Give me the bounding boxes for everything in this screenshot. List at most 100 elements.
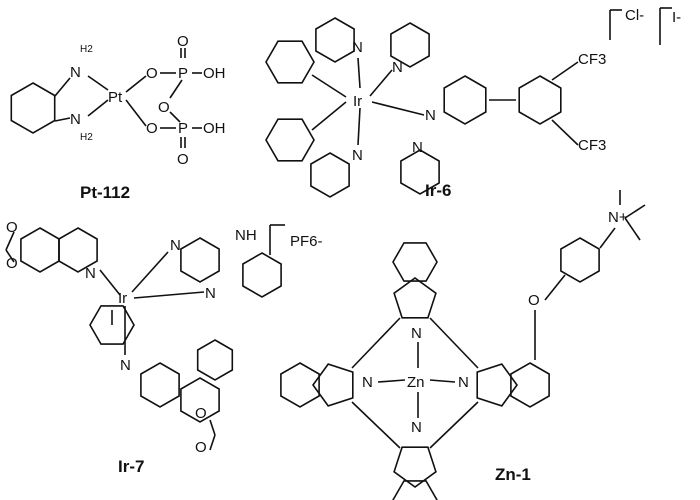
n-atom: N [120,357,131,374]
compound-label: Zn-1 [495,465,531,484]
bond [5,249,15,263]
ring [510,362,550,408]
n-atom: N [458,374,469,391]
nh-group: NH [235,227,257,244]
counterion: I- [672,9,681,26]
ring [242,252,282,298]
ring [393,277,437,319]
ring [392,480,438,500]
bond [544,274,566,301]
bond [209,419,216,436]
pt-atom: Pt [108,89,123,106]
ring [560,237,600,283]
bond [551,61,579,81]
o-atom: O [146,120,158,137]
ring [140,362,180,408]
ring [280,362,320,408]
zn-atom: Zn [407,374,425,391]
ring [393,446,437,488]
n-atom: N [362,374,373,391]
bond [351,401,401,449]
bond [599,227,616,249]
n-plus-atom: N+ [608,209,628,226]
ring [265,118,315,162]
p-atom: P [178,65,188,82]
cf3-group: CF3 [578,137,606,154]
n-atom: N [411,419,422,436]
ring [310,152,350,198]
bond [169,79,183,99]
ring [180,237,220,283]
n-atom: N [352,147,363,164]
bond [54,77,71,97]
compound-zn-1: Zn N N N N O N+ I- Zn-1 [362,9,681,484]
compound-ir-7: Ir N N NH N N O O O O PF6- Ir-7 [6,219,323,476]
bond [377,379,406,383]
bond [429,317,479,369]
oh-group: OH [203,65,226,82]
n-atom: N [352,39,363,56]
o-atom: O [177,151,189,168]
counterion: Cl- [625,7,644,24]
bond [125,99,147,127]
o-atom: O [6,255,18,272]
n-atom: N [411,325,422,342]
n-atom: N [205,285,216,302]
bond [131,251,169,293]
o-atom: O [146,65,158,82]
ring [518,75,562,125]
bond [311,74,347,98]
o-atom: O [177,33,189,50]
bond [429,379,456,383]
ring [392,242,438,282]
n-atom: N [70,111,81,128]
n-atom: N [170,237,181,254]
bond [551,119,579,146]
h2-label: H2 [80,132,93,143]
bond [87,99,109,117]
bond [624,204,646,219]
ir-atom: Ir [353,93,362,110]
ring [315,17,355,63]
ring [390,22,430,68]
bond [311,101,347,131]
n-atom: N [70,64,81,81]
p-atom: P [178,120,188,137]
bond [209,434,216,451]
ir-atom: Ir [118,290,127,307]
bond [369,69,393,97]
bond [99,269,121,296]
o-atom: O [158,99,170,116]
o-atom: O [6,219,18,236]
ring [180,377,220,423]
o-atom: O [528,292,540,309]
ring [58,227,98,273]
ring [265,40,315,84]
compound-ir-6: Ir N N N N N CF3 CF3 Cl- Ir-6 [352,7,644,200]
bond [54,117,71,122]
o-atom: O [195,439,207,456]
bond [133,291,205,299]
ring [400,149,440,195]
ring [443,75,487,125]
counterion: PF6- [290,233,323,250]
ring [312,363,354,407]
bond [371,101,425,116]
n-atom: N [425,107,436,124]
oh-group: OH [203,120,226,137]
n-atom: N [85,265,96,282]
compound-label: Pt-112 [80,183,130,202]
compound-pt-112: H2 N N H2 Pt O P OH O O O P OH O Pt-112 [70,33,226,202]
ring [476,363,518,407]
bond [5,231,15,251]
h2-label: H2 [80,44,93,55]
o-atom: O [195,405,207,422]
bond [429,401,479,449]
bond [357,107,361,146]
n-atom: N [412,139,423,156]
compound-label: Ir-6 [425,181,451,200]
bond [351,317,401,369]
